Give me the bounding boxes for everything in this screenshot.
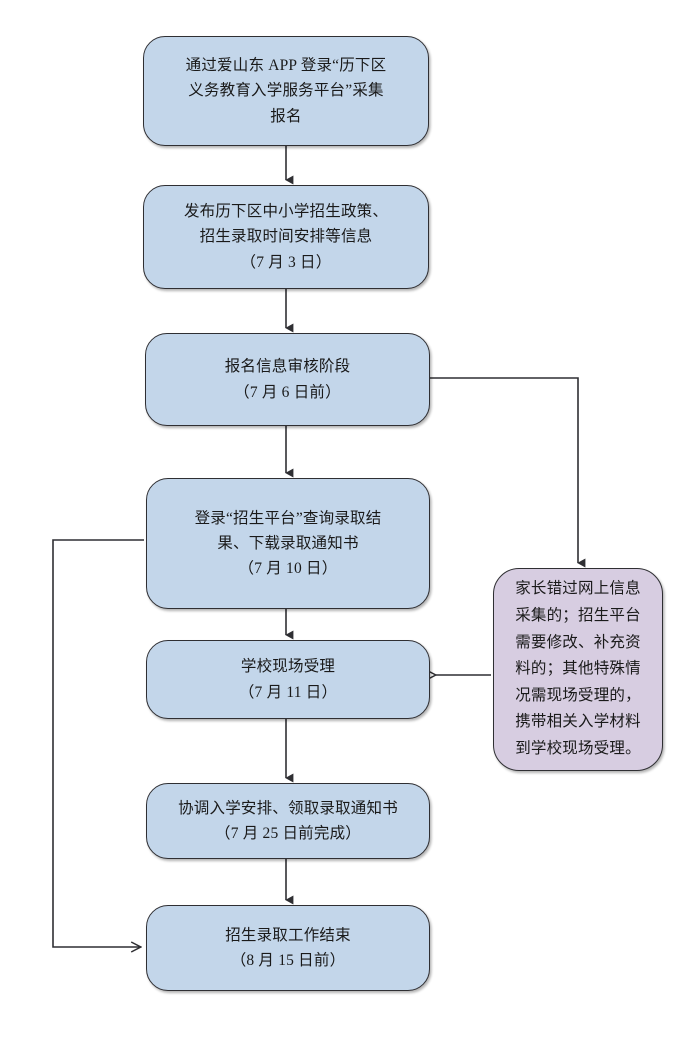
flow-node-step-6-label: 协调入学安排、领取录取通知书 （7 月 25 日前完成） xyxy=(178,799,398,842)
flow-node-step-7[interactable]: 招生录取工作结束 （8 月 15 日前） xyxy=(146,905,430,991)
edge-step4-to-step7 xyxy=(52,539,144,947)
flow-node-step-4-label: 登录“招生平台”查询录取结 果、下载录取通知书 （7 月 10 日） xyxy=(194,509,382,578)
flow-node-onsite-note[interactable]: 家长错过网上信息 采集的；招生平台 需要修改、补充资 料的；其他特殊情 况需现场… xyxy=(493,568,663,771)
flow-node-step-3[interactable]: 报名信息审核阶段 （7 月 6 日前） xyxy=(145,333,430,426)
flow-node-step-5[interactable]: 学校现场受理 （7 月 11 日） xyxy=(146,640,430,719)
flow-node-step-6[interactable]: 协调入学安排、领取录取通知书 （7 月 25 日前完成） xyxy=(146,783,430,859)
flow-node-step-1[interactable]: 通过爱山东 APP 登录“历下区 义务教育入学服务平台”采集 报名 xyxy=(143,36,429,146)
flow-node-step-3-label: 报名信息审核阶段 （7 月 6 日前） xyxy=(224,358,351,401)
flow-node-step-1-label: 通过爱山东 APP 登录“历下区 义务教育入学服务平台”采集 报名 xyxy=(185,57,387,125)
flow-node-step-7-label: 招生录取工作结束 （8 月 15 日前） xyxy=(225,926,351,969)
flow-node-step-2[interactable]: 发布历下区中小学招生政策、 招生录取时间安排等信息 （7 月 3 日） xyxy=(143,185,429,289)
flow-node-step-4[interactable]: 登录“招生平台”查询录取结 果、下载录取通知书 （7 月 10 日） xyxy=(146,478,430,609)
edge-step3-to-note xyxy=(430,377,586,568)
flow-node-step-2-label: 发布历下区中小学招生政策、 招生录取时间安排等信息 （7 月 3 日） xyxy=(183,203,389,271)
flow-node-step-5-label: 学校现场受理 （7 月 11 日） xyxy=(238,658,338,701)
flow-node-onsite-note-label: 家长错过网上信息 采集的；招生平台 需要修改、补充资 料的；其他特殊情 况需现场… xyxy=(515,580,641,758)
